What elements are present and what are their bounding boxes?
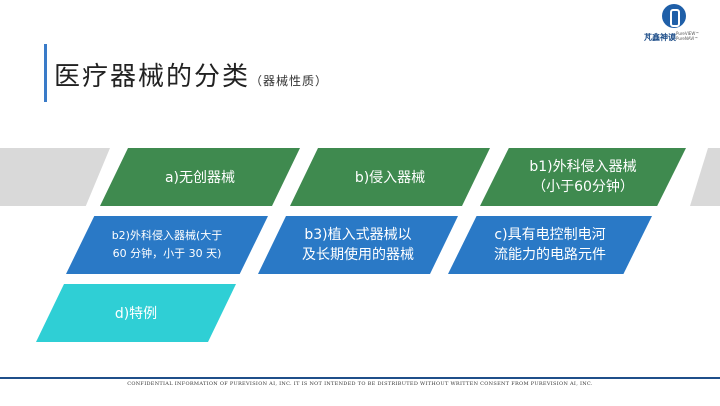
- decorative-strip-left: [0, 148, 110, 206]
- category-box-b[interactable]: b)侵入器械: [290, 148, 490, 206]
- logo-product-names: PureVIEW™ PureNAVI™: [676, 31, 699, 41]
- footer-divider: [0, 377, 720, 379]
- category-box-d[interactable]: d)特例: [36, 284, 236, 342]
- category-box-c-line1: c)具有电控制电河: [494, 227, 606, 243]
- page-title-text: 医疗器械的分类: [54, 62, 251, 92]
- category-box-b2-line1: b2)外科侵入器械(大于: [111, 229, 223, 242]
- logo-product-1: PureVIEW™: [676, 31, 700, 36]
- category-box-b2-line2: 60 分钟，小于 30 天): [112, 247, 222, 260]
- category-box-b2[interactable]: b2)外科侵入器械(大于 60 分钟，小于 30 天): [66, 216, 268, 274]
- page-title: 医疗器械的分类（器械性质）: [54, 56, 328, 93]
- category-box-c-line2: 流能力的电路元件: [494, 247, 606, 263]
- page-subtitle: （器械性质）: [250, 74, 329, 88]
- decorative-strip-right: [690, 148, 720, 206]
- category-box-b3[interactable]: b3)植入式器械以 及长期使用的器械: [258, 216, 458, 274]
- company-logo: 芃鑫神谟 PureVIEW™ PureNAVI™: [640, 4, 718, 48]
- title-accent-bar: [44, 44, 47, 102]
- category-box-b1[interactable]: b1)外科侵入器械 （小于60分钟）: [480, 148, 686, 206]
- category-box-a[interactable]: a)无创器械: [100, 148, 300, 206]
- category-box-b1-line2: （小于60分钟）: [532, 179, 634, 195]
- logo-product-2: PureNAVI™: [676, 36, 699, 41]
- logo-mark-icon: [662, 4, 686, 28]
- category-box-a-label: a)无创器械: [164, 170, 236, 186]
- category-box-b3-line1: b3)植入式器械以: [304, 227, 412, 243]
- category-box-d-label: d)特例: [114, 306, 158, 322]
- category-box-b1-line1: b1)外科侵入器械: [529, 159, 637, 175]
- logo-name: 芃鑫神谟: [644, 33, 676, 42]
- confidentiality-footer: CONFIDENTIAL INFORMATION OF PUREVISION A…: [127, 381, 593, 387]
- category-box-b-label: b)侵入器械: [354, 170, 426, 186]
- category-box-c[interactable]: c)具有电控制电河 流能力的电路元件: [448, 216, 652, 274]
- category-box-b3-line2: 及长期使用的器械: [302, 247, 414, 263]
